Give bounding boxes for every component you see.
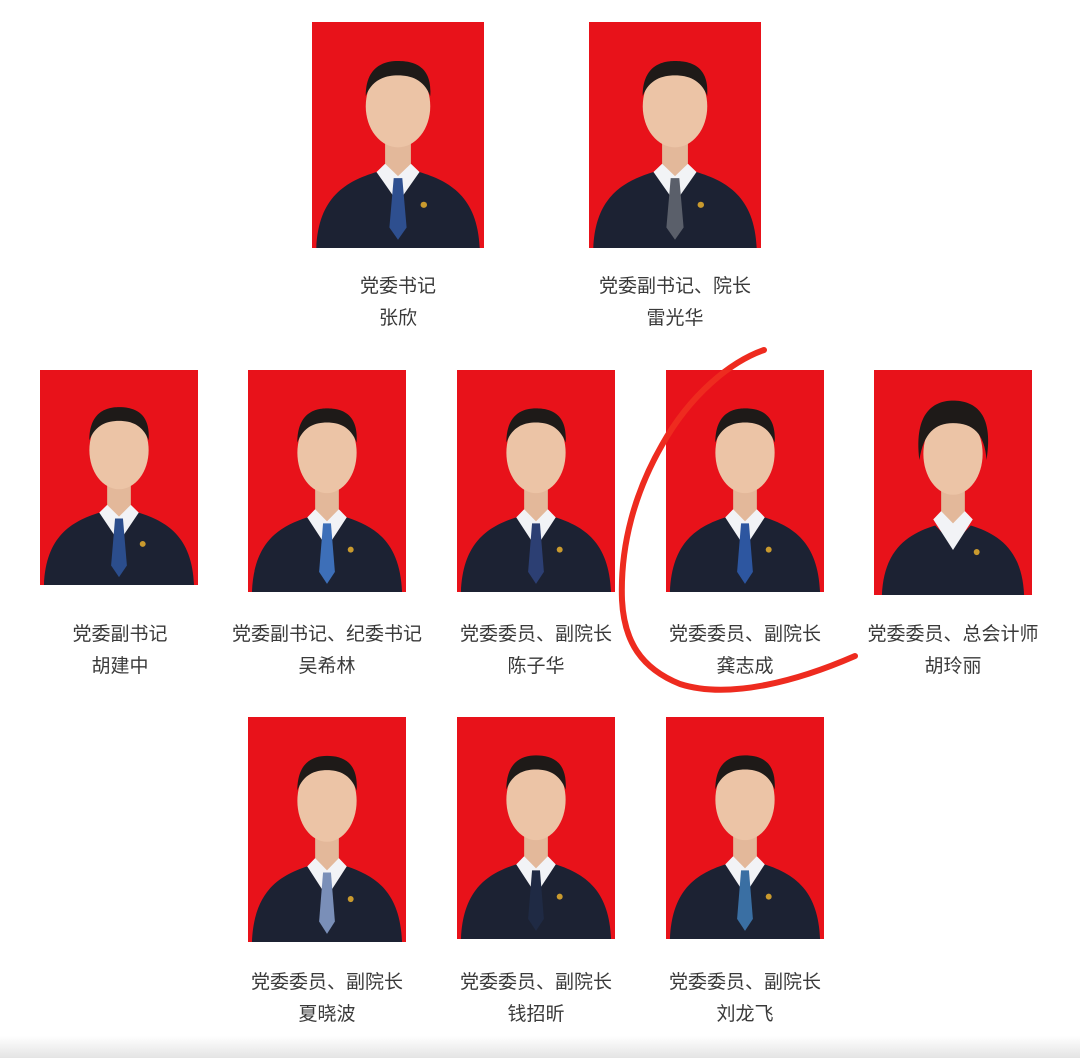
member-title: 党委副书记、院长: [598, 275, 751, 297]
face: [506, 759, 566, 841]
face: [365, 65, 431, 148]
member-caption: 党委副书记、院长 雷光华: [555, 270, 795, 334]
portrait-photo: [248, 717, 406, 942]
portrait-photo: [666, 370, 824, 592]
necktie: [737, 870, 753, 931]
member-title: 党委委员、副院长: [668, 971, 821, 993]
portrait-photo: [248, 370, 406, 592]
member-name: 雷光华: [646, 307, 704, 329]
portrait-photo: [40, 370, 198, 585]
hair: [365, 61, 431, 96]
member-title: 党委委员、副院长: [459, 623, 612, 645]
member-caption: 党委副书记 胡建中: [0, 618, 240, 682]
member-name: 夏晓波: [298, 1003, 356, 1025]
face: [89, 411, 149, 490]
member-caption: 党委委员、副院长 龚志成: [625, 618, 865, 682]
portrait-photo: [666, 717, 824, 939]
hair: [297, 755, 357, 791]
neck: [941, 490, 965, 526]
lapel-pin: [347, 895, 354, 903]
face: [642, 65, 708, 148]
hair: [506, 755, 566, 790]
neck: [107, 485, 131, 519]
screen-edge-shadow: [0, 1036, 1080, 1058]
member-name: 张欣: [378, 307, 417, 329]
portrait-photo: [874, 370, 1032, 595]
necktie: [389, 178, 407, 240]
portrait-photo: [457, 370, 615, 592]
member-caption: 党委委员、副院长 钱招昕: [416, 966, 656, 1030]
neck: [524, 836, 548, 871]
member-name: 陈子华: [507, 655, 565, 677]
portrait-photo: [312, 22, 484, 248]
suit: [881, 525, 1025, 595]
member-title: 党委委员、副院长: [250, 971, 403, 993]
portrait-photo: [457, 717, 615, 939]
member-title: 党委委员、副院长: [459, 971, 612, 993]
hair: [297, 408, 357, 443]
member-name: 吴希林: [298, 655, 356, 677]
neck: [524, 489, 548, 524]
necktie: [111, 518, 127, 578]
lapel-pin: [697, 201, 705, 208]
lapel-pin: [765, 546, 772, 553]
neck: [315, 489, 339, 524]
member-caption: 党委书记 张欣: [278, 270, 518, 334]
hair: [642, 61, 708, 96]
member-title: 党委副书记、纪委书记: [231, 623, 422, 645]
lapel-pin: [347, 546, 354, 553]
member-title: 党委书记: [359, 275, 436, 297]
member-name: 龚志成: [716, 655, 774, 677]
necktie: [666, 178, 684, 240]
neck: [733, 836, 757, 871]
member-name: 钱招昕: [507, 1003, 565, 1025]
lapel-pin: [556, 546, 563, 553]
neck: [315, 837, 339, 873]
lapel-pin: [556, 893, 563, 900]
necktie: [528, 870, 544, 931]
member-title: 党委副书记: [72, 623, 168, 645]
lapel-pin: [139, 541, 146, 547]
portrait-photo: [589, 22, 761, 248]
member-caption: 党委委员、副院长 夏晓波: [207, 966, 447, 1030]
face: [923, 412, 983, 495]
hair: [918, 400, 989, 460]
lapel-pin: [765, 893, 772, 900]
lapel-pin: [420, 201, 428, 208]
shirt-collar: [933, 511, 973, 550]
necktie: [319, 523, 335, 584]
member-caption: 党委委员、副院长 刘龙飞: [625, 966, 865, 1030]
lapel-pin: [973, 548, 980, 556]
face: [715, 759, 775, 841]
member-caption: 党委委员、总会计师 胡玲丽: [833, 618, 1073, 682]
hair: [715, 755, 775, 790]
necktie: [319, 872, 335, 934]
necktie: [528, 523, 544, 584]
hair: [89, 407, 149, 441]
face: [297, 412, 357, 494]
member-caption: 党委委员、副院长 陈子华: [416, 618, 656, 682]
face: [297, 759, 357, 842]
member-name: 刘龙飞: [716, 1003, 774, 1025]
member-title: 党委委员、总会计师: [867, 623, 1039, 645]
member-title: 党委委员、副院长: [668, 623, 821, 645]
face: [506, 412, 566, 494]
hair: [506, 408, 566, 443]
member-caption: 党委副书记、纪委书记 吴希林: [207, 618, 447, 682]
member-name: 胡建中: [91, 655, 149, 677]
member-name: 胡玲丽: [924, 655, 982, 677]
